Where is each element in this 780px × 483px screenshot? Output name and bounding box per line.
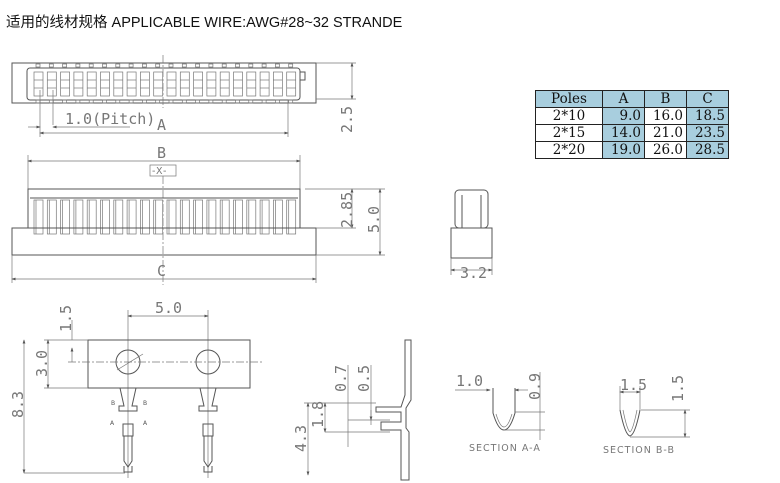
contact-pin	[113, 199, 124, 235]
header-a: A	[602, 90, 645, 108]
table-header-row: Poles A B C	[535, 90, 729, 108]
contact-slot	[166, 71, 177, 97]
terminal	[198, 387, 218, 473]
mark-a-left: A	[110, 420, 115, 427]
mark-b-right: B	[143, 400, 147, 407]
contact-slot	[46, 71, 57, 97]
contact-pin	[246, 199, 257, 235]
contact-pin	[193, 199, 203, 235]
dim-5-0-front: 5.0	[365, 206, 383, 233]
table-row: 2*10 9.0 16.0 18.5	[535, 107, 729, 125]
contact-pin	[100, 199, 110, 235]
cell-b: 16.0	[644, 107, 687, 125]
dim-3-0: 3.0	[33, 350, 51, 377]
contact-pin	[219, 199, 230, 235]
header-poles: Poles	[535, 90, 603, 108]
contact-slot	[246, 71, 257, 97]
contact-pin	[153, 199, 164, 235]
header-b: B	[644, 90, 687, 108]
cell-a: 9.0	[602, 107, 645, 125]
sec-b-height: 1.5	[669, 375, 687, 402]
front-view: B -X- C 2.85 5.0	[11, 144, 385, 285]
mark-a-right: A	[143, 420, 148, 427]
contact-pin	[206, 199, 217, 235]
sec-a-width: 1.0	[456, 372, 483, 390]
contact-slot	[153, 71, 164, 97]
contact-slot	[193, 71, 203, 97]
sec-a-height: 0.9	[526, 373, 544, 400]
cell-c: 23.5	[686, 124, 729, 142]
cell-a: 19.0	[602, 141, 645, 159]
contact-pin	[166, 199, 177, 235]
dim-5-0-top: 5.0	[155, 299, 182, 317]
table-row: 2*20 19.0 26.0 28.5	[535, 141, 729, 159]
contact-pin	[60, 199, 70, 235]
dim-2-5: 2.5	[338, 106, 356, 133]
dim-0-5: 0.5	[355, 365, 373, 392]
wire-spec-title: 适用的线材规格 APPLICABLE WIRE:AWG#28~32 STRAND…	[6, 15, 403, 31]
contact-slot	[179, 71, 190, 97]
dimension-table: Poles A B C 2*10 9.0 16.0 18.5 2*15 14.0…	[535, 90, 729, 159]
section-b-label: SECTION B-B	[603, 445, 675, 456]
header-c: C	[686, 90, 729, 108]
contact-slot	[33, 71, 44, 97]
mark-b-left: B	[111, 400, 115, 407]
dim-1-8: 1.8	[309, 401, 327, 428]
section-b-b: 1.5 1.5 SECTION B-B	[603, 375, 690, 456]
contact-slot	[273, 71, 283, 97]
contact-slot	[60, 71, 70, 97]
contact-slot	[126, 71, 137, 97]
contact-slot	[233, 71, 243, 97]
cell-b: 26.0	[644, 141, 687, 159]
datum-x: -X-	[152, 166, 167, 177]
dim-3-2: 3.2	[460, 264, 487, 282]
contact-slot	[259, 71, 270, 97]
contact-profile: 4.3 1.8 0.7 0.5	[292, 339, 412, 481]
section-a-a: 1.0 0.9 SECTION A-A	[455, 372, 545, 454]
contact-slot	[100, 71, 110, 97]
dim-b-label: B	[157, 144, 166, 162]
contact-slot	[286, 71, 297, 97]
contact-pin	[233, 199, 243, 235]
dim-1-5-left: 1.5	[57, 305, 75, 332]
contact-slot	[219, 71, 230, 97]
terminal	[118, 387, 138, 473]
top-view: 1.0(Pitch) A 2.5	[11, 55, 356, 137]
cell-poles: 2*20	[535, 141, 603, 159]
cell-a: 14.0	[602, 124, 645, 142]
sec-b-width: 1.5	[620, 376, 647, 394]
contact-pin	[140, 199, 150, 235]
contact-slot	[86, 71, 97, 97]
pitch-label: 1.0(Pitch)	[65, 110, 155, 128]
contact-pin	[86, 199, 97, 235]
dim-2-85: 2.85	[338, 192, 356, 228]
contact-slot	[140, 71, 150, 97]
contact-pin	[286, 199, 297, 235]
dim-a-label: A	[157, 116, 166, 134]
contact-slot	[113, 71, 124, 97]
contact-slot	[206, 71, 217, 97]
dim-4-3: 4.3	[292, 425, 310, 452]
side-view: 3.2	[450, 189, 493, 282]
cell-c: 28.5	[686, 141, 729, 159]
dim-8-3: 8.3	[9, 391, 27, 418]
cell-c: 18.5	[686, 107, 729, 125]
cell-poles: 2*10	[535, 107, 603, 125]
contact-pin	[73, 199, 84, 235]
cell-b: 21.0	[644, 124, 687, 142]
contact-pin	[33, 199, 44, 235]
section-a-label: SECTION A-A	[469, 443, 541, 454]
table-row: 2*15 14.0 21.0 23.5	[535, 124, 729, 142]
dim-c-label: C	[157, 262, 166, 280]
contact-pin	[179, 199, 190, 235]
contact-pin	[46, 199, 57, 235]
contact-pin	[259, 199, 270, 235]
cell-poles: 2*15	[535, 124, 603, 142]
dim-0-7: 0.7	[332, 365, 350, 392]
contact-pin	[273, 199, 283, 235]
contact-view: 5.0 1.5 3.0 8.3 B B A A	[9, 299, 262, 478]
contact-slot	[73, 71, 84, 97]
contact-pin	[126, 199, 137, 235]
